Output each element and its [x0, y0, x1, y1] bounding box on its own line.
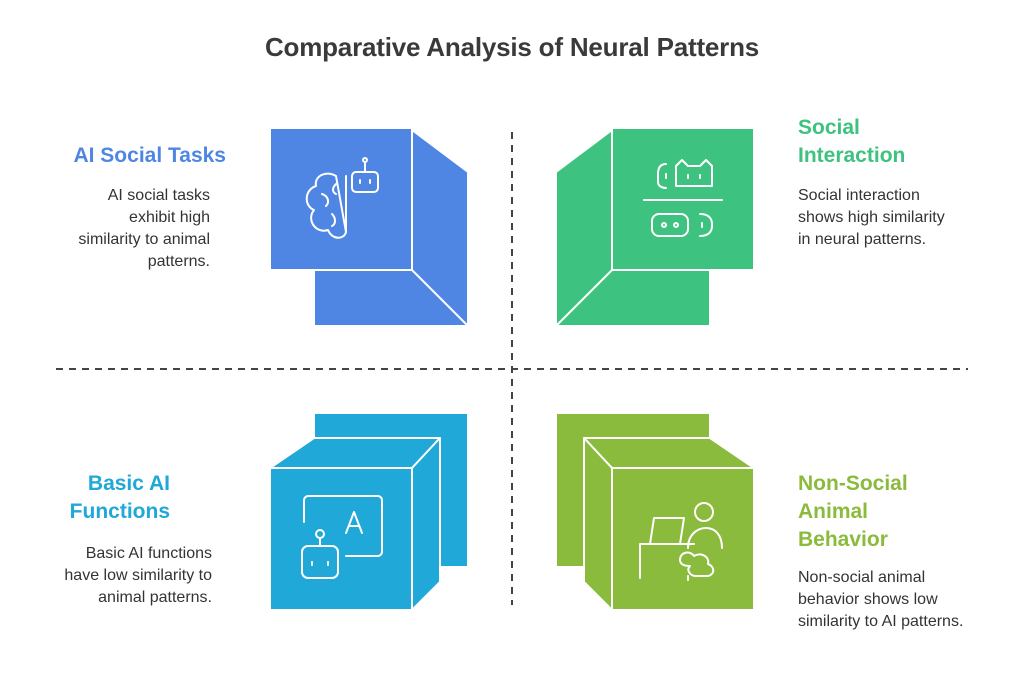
non-social-title: Non-Social Animal Behavior [798, 472, 908, 551]
basic-ai-functions-front-square [269, 467, 413, 611]
animal-robot-faces-icon [643, 159, 723, 237]
robot-chat-icon [301, 495, 383, 579]
social-interaction-title: Social Interaction [798, 116, 906, 167]
brain-robot-icon [305, 157, 379, 239]
non-social-side [583, 437, 613, 611]
social-interaction-block [555, 127, 755, 327]
ai-social-tasks-block [269, 127, 469, 327]
non-social-description: Non-social animal behavior shows low sim… [798, 569, 964, 630]
page-title: Comparative Analysis of Neural Patterns [264, 32, 760, 62]
person-desk-icon [639, 502, 723, 581]
ai-social-tasks-title: AI Social Tasks [73, 144, 226, 167]
non-social-fold [583, 437, 755, 469]
non-social-front-square [611, 467, 755, 611]
basic-ai-functions-block [269, 412, 469, 611]
non-social-block [555, 412, 755, 611]
basic-ai-functions-side [411, 437, 441, 611]
basic-ai-functions-title: Basic AI Functions [69, 472, 170, 523]
basic-ai-functions-fold [269, 437, 441, 469]
social-interaction-description: Social interaction shows high similarity… [798, 187, 945, 248]
ai-social-tasks-description: AI social tasks exhibit high similarity … [78, 187, 210, 270]
basic-ai-functions-description: Basic AI functions have low similarity t… [64, 545, 212, 606]
